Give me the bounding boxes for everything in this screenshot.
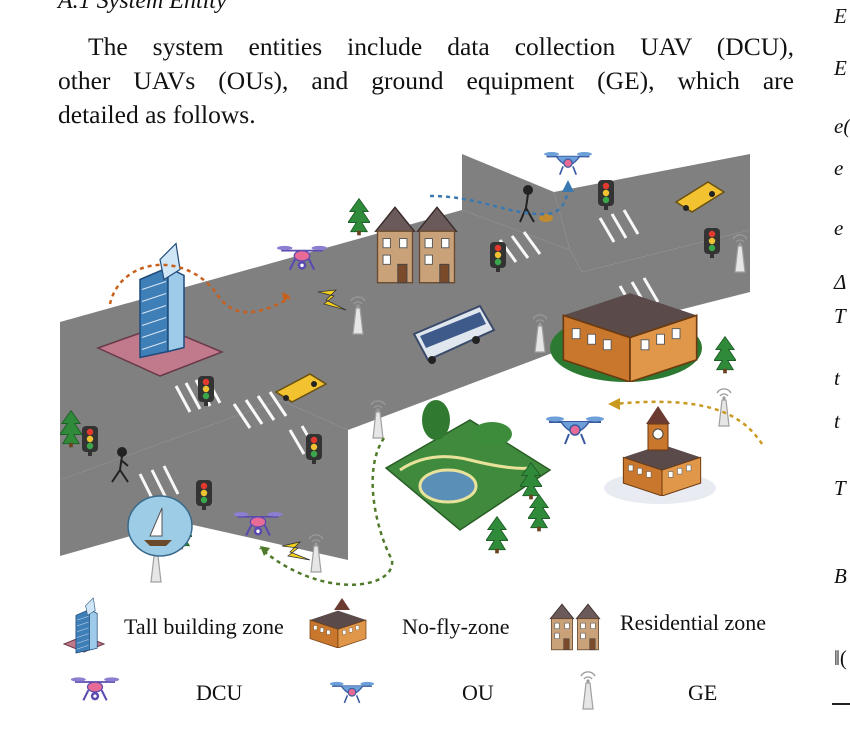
right-column-rule [832,703,850,705]
traffic-light-icon [82,426,98,456]
tree-icon [348,198,370,236]
traffic-light-icon [196,480,212,510]
no-fly-legend-icon [309,598,367,648]
paragraph-line-3: detailed as follows. [58,100,256,129]
no-fly-detour-path [613,400,764,445]
legend-label-ou: OU [462,680,494,705]
tall-building-detour-path [108,263,291,314]
legend-label-dcu: DCU [196,680,243,705]
right-column-fragment: E [834,56,847,80]
right-column-fragment: t [834,366,840,390]
dcu-legend-icon [70,676,120,702]
legend-label-tall-building-zone: Tall building zone [124,614,284,639]
bus [412,304,496,364]
ge-icon [716,388,732,427]
right-column-fragment: e [834,216,844,240]
right-column-fragment: e( [834,114,850,138]
pedestrian-with-dog [519,185,553,223]
park-detour-path [259,437,394,586]
ou-drone-icon [544,415,606,446]
traffic-light-icon [198,376,214,406]
tall-building [95,242,225,377]
tall-building-legend-icon [62,597,106,654]
right-column-fragment: e [834,156,844,180]
tree-icon [528,494,550,532]
park-area [384,400,552,531]
pedestrian [111,447,129,483]
tree-icon [714,336,736,374]
taxi [674,181,726,213]
lightning-icon [317,289,347,311]
section-heading: A.1 System Entity [58,0,227,14]
tree-icon [486,516,508,554]
paragraph-line-2: other UAVs (OUs), and ground equipment (… [58,66,794,95]
right-column-fragment: T [834,476,846,500]
residential-detour-path [429,185,570,216]
right-column-fragment: E [834,4,847,28]
right-column-fragment: T [834,304,846,328]
ou-legend-icon [328,681,376,704]
traffic-light-icon [704,228,720,258]
legend-label-no-fly-zone: No-fly-zone [402,614,510,639]
no-fly-school-clock [604,406,716,504]
traffic-light-icon [598,180,614,210]
traffic-light-icon [490,242,506,272]
right-column-fragment: Δ [834,270,847,294]
traffic-light-icon [306,434,322,464]
residential-legend-icon [549,603,601,651]
lightning-icon [281,541,311,561]
ge-legend-icon [580,671,596,710]
body-paragraph: The system entities include data collect… [58,30,794,132]
paragraph-line-1: The system entities include data collect… [88,32,794,61]
right-column-fragment: t [834,409,840,433]
no-fly-school-large [550,292,702,382]
right-column-fragment: B [834,564,847,588]
ou-drone-icon [543,151,593,176]
legend-label-residential-zone: Residential zone [620,610,767,635]
legend-label-ge: GE [688,680,718,705]
right-column-fragment: ‖( [834,646,847,670]
lake-scene [127,495,193,557]
taxi [274,373,328,403]
